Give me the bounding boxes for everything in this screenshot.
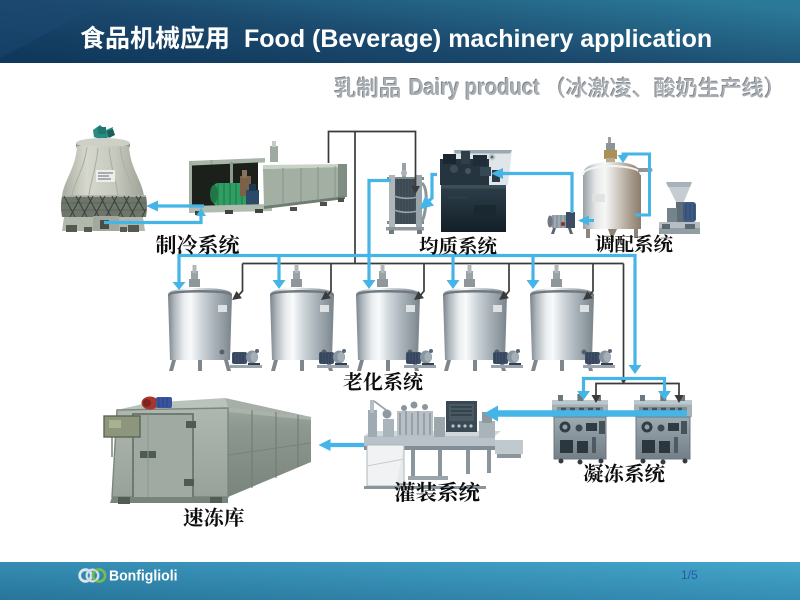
svg-text:1/5: 1/5 [681,568,698,582]
svg-text:Food (Beverage) machinery appl: Food (Beverage) machinery application [244,25,712,53]
svg-text:Dairy product: Dairy product [408,73,539,99]
svg-text:Dairy product: Dairy product [410,75,541,101]
svg-text:Bonfiglioli: Bonfiglioli [109,568,178,585]
svg-text:Dairy product: Dairy product [409,74,540,100]
